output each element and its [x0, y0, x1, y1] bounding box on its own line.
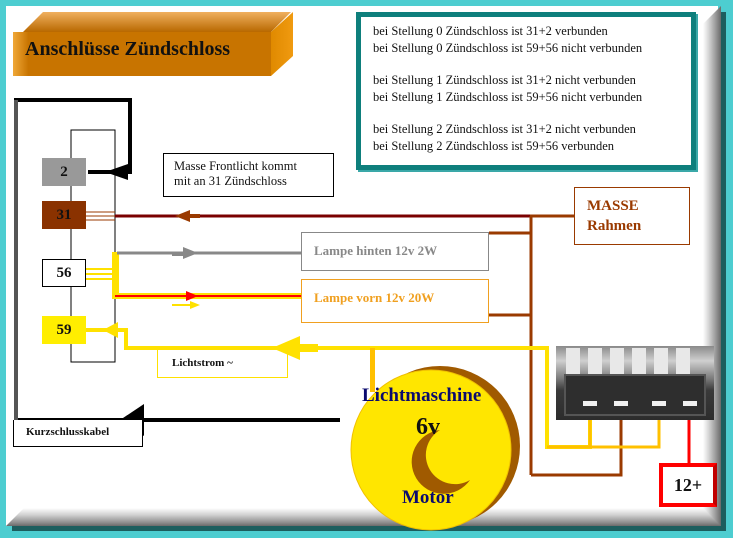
regulator-contact [614, 401, 628, 406]
ignition-switch-body [70, 129, 116, 363]
lighting-current-label: Lichtstrom ~ [157, 349, 288, 378]
frame-ground-line-2: Rahmen [587, 218, 642, 234]
regulator-fin [588, 348, 602, 374]
title-banner-front [13, 32, 271, 76]
regulator-fin [676, 348, 690, 374]
wire-alternator-feed [370, 348, 375, 392]
rear-lamp-label: Lampe hinten 12v 2W [301, 232, 489, 271]
alternator-subtitle: Motor [402, 487, 454, 508]
frame-bevel-bottom [6, 508, 721, 526]
title-banner-top [23, 12, 291, 32]
regulator-contact [583, 401, 597, 406]
position-0-line-1: bei Stellung 0 Zündschloss ist 31+2 verb… [373, 24, 608, 38]
switch-positions-panel: bei Stellung 0 Zündschloss ist 31+2 verb… [356, 12, 696, 170]
position-1-line-1: bei Stellung 1 Zündschloss ist 31+2 nich… [373, 73, 636, 87]
frame-ground-label: MASSE Rahmen [574, 187, 690, 245]
position-2-line-1: bei Stellung 2 Zündschloss ist 31+2 nich… [373, 122, 636, 136]
regulator-socket [564, 374, 706, 416]
regulator-fin [654, 348, 668, 374]
ground-note: Masse Frontlicht kommt mit an 31 Zündsch… [163, 153, 334, 197]
alternator-body [350, 369, 512, 531]
terminal-56: 56 [42, 259, 86, 287]
position-2-line-2: bei Stellung 2 Zündschloss ist 59+56 ver… [373, 138, 615, 153]
terminal-31: 31 [42, 201, 86, 229]
arrow-to-pin-59 [103, 322, 118, 338]
terminal-59: 59 [42, 316, 86, 344]
arrow-ground [175, 210, 190, 222]
alternator-voltage: 6v [416, 414, 440, 440]
pin-56-bus [112, 252, 119, 298]
regulator-contact [683, 401, 697, 406]
regulator-fin [566, 348, 580, 374]
plus-12-terminal: 12+ [659, 463, 717, 507]
wire-regulator-ground [531, 404, 623, 477]
arrow-front-lamp [186, 291, 198, 301]
ground-note-line-1: Masse Frontlicht kommt [174, 159, 297, 173]
frame-ground-line-1: MASSE [587, 198, 639, 214]
arrow-lichtstrom [272, 336, 300, 360]
frame-shadow [721, 12, 726, 530]
frame-shadow [12, 526, 726, 531]
regulator-fin [632, 348, 646, 374]
regulator-fin [610, 348, 624, 374]
title-banner: Anschlüsse Zündschloss [13, 12, 293, 76]
terminal-2: 2 [42, 158, 86, 186]
front-lamp-label: Lampe vorn 12v 20W [301, 279, 489, 323]
alternator-title: Lichtmaschine [362, 385, 482, 406]
position-1-line-2: bei Stellung 1 Zündschloss ist 59+56 nic… [373, 89, 643, 104]
regulator-photo [556, 346, 714, 420]
arrow-front-tail-head [190, 301, 200, 309]
title-banner-side [271, 12, 293, 76]
arrow-to-pin-2 [105, 164, 128, 180]
regulator-contact [652, 401, 666, 406]
short-circuit-cable-label: Kurzschlusskabel [13, 420, 143, 447]
ground-note-line-2: mit an 31 Zündschloss [174, 174, 287, 188]
position-0-line-2: bei Stellung 0 Zündschloss ist 59+56 nic… [373, 40, 643, 55]
alternator-crescent [411, 430, 470, 494]
page-title: Anschlüsse Zündschloss [25, 38, 231, 60]
arrow-rear-lamp [183, 247, 198, 259]
